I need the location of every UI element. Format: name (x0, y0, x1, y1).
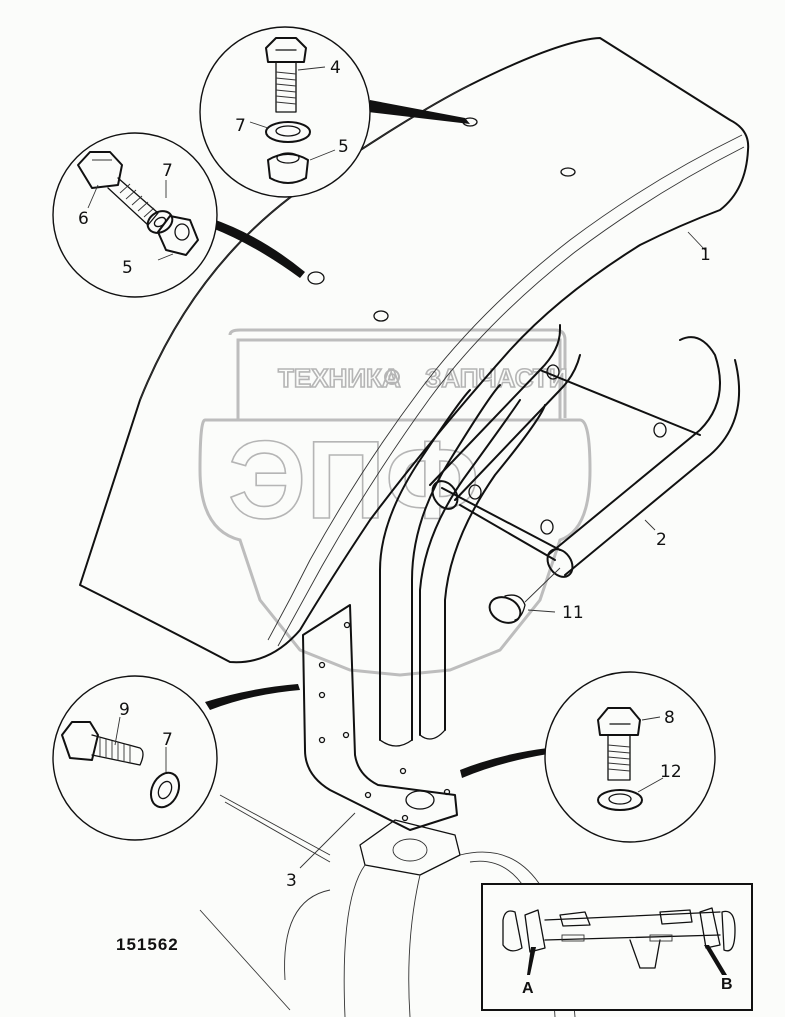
figure-number: 151562 (116, 935, 179, 954)
callout-label-6: 6 (78, 209, 89, 229)
detail-circle-bottom-left: 9 7 (52, 675, 300, 841)
callout-label-7-top: 7 (235, 116, 246, 136)
callout-label-5-top: 5 (338, 137, 349, 157)
fender (79, 37, 750, 664)
inset-label-a: A (522, 980, 534, 997)
callout-label-5-left: 5 (122, 258, 133, 278)
inset-label-b: B (721, 976, 733, 993)
watermark: ТЕХНИКА ЗАПЧАСТИ ЭПФ (198, 328, 592, 677)
bolt-icon (61, 721, 144, 766)
watermark-text-left: ТЕХНИКА (278, 363, 401, 393)
callout-label-9: 9 (119, 700, 130, 720)
bolt-icon (77, 151, 159, 226)
axle-icon (502, 907, 736, 969)
part-label-3: 3 (286, 871, 297, 891)
detail-circle-bottom-right: 8 12 (460, 671, 716, 843)
part-label-11: 11 (562, 603, 584, 623)
washer-icon (149, 771, 181, 809)
nut-icon (157, 215, 199, 256)
callout-label-7-bottom: 7 (162, 730, 173, 750)
support-tube (379, 324, 741, 747)
leader-lines (299, 231, 706, 869)
inset-axle: A B (481, 883, 753, 1011)
nut-icon (267, 152, 309, 184)
bolt-icon (265, 37, 307, 113)
callout-label-8: 8 (664, 708, 675, 728)
gear-icon (384, 369, 400, 385)
part-label-1: 1 (700, 245, 711, 265)
washer-icon (597, 789, 643, 811)
callout-label-4: 4 (330, 58, 341, 78)
detail-circle-left: 6 7 5 (52, 132, 305, 298)
callout-label-7-left: 7 (162, 161, 173, 181)
mounting-bracket (302, 604, 458, 831)
callout-label-12: 12 (660, 762, 682, 782)
bolt-icon (597, 707, 641, 781)
end-cap (488, 567, 561, 624)
part-label-2: 2 (656, 530, 667, 550)
detail-circle-top: 4 7 5 (199, 26, 470, 198)
washer-icon (265, 121, 311, 143)
